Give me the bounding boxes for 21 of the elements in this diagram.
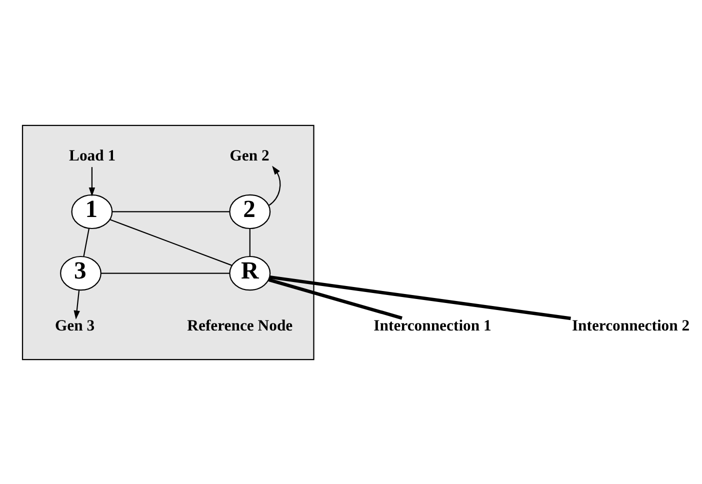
node-text: Interconnection 1 <box>374 317 492 334</box>
arrow <box>74 289 80 320</box>
node-ellipse: 3 <box>60 255 102 290</box>
connector <box>249 228 250 256</box>
arrow <box>88 166 96 196</box>
node-ellipse: 2 <box>229 194 271 229</box>
connector <box>83 228 90 256</box>
cluster <box>22 124 314 360</box>
connector <box>112 210 230 212</box>
node-text: Gen 3 <box>54 317 95 334</box>
connector <box>270 274 571 320</box>
connector <box>110 218 232 266</box>
node-ellipse: R <box>229 255 271 290</box>
node-text: Gen 2 <box>230 146 270 164</box>
node-text: Load 1 <box>68 146 116 164</box>
node-text: Interconnection 2 <box>572 317 690 334</box>
arrow <box>268 165 281 206</box>
connector <box>101 272 230 274</box>
node-ellipse: 1 <box>71 194 113 229</box>
node-label: Reference Node <box>187 317 293 334</box>
connector <box>268 278 402 320</box>
